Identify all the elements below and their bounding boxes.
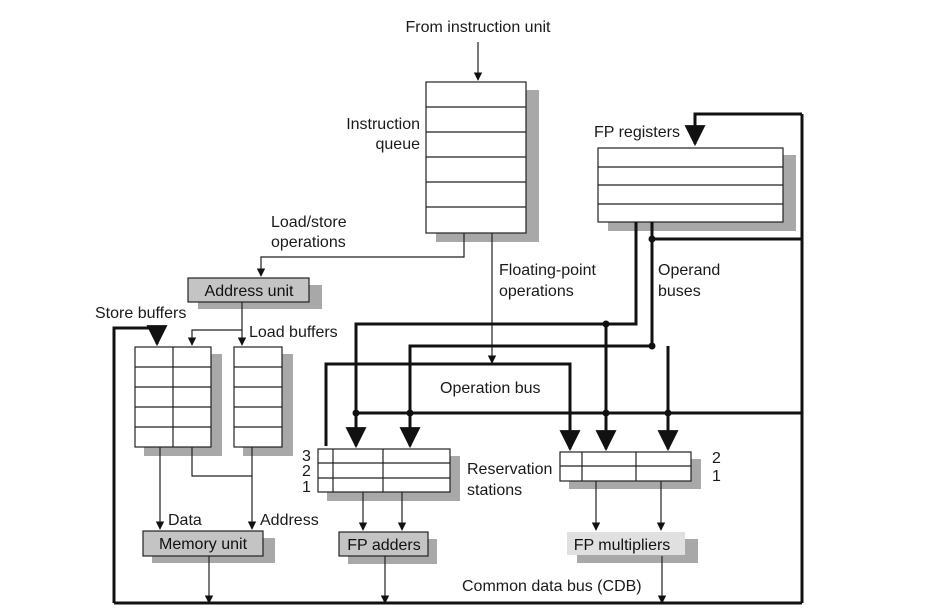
fp-registers-label: FP registers [594, 124, 680, 141]
operation-bus-label: Operation bus [440, 380, 541, 397]
fp-multiplier-reservation-stations [559, 451, 701, 489]
load-buffers-label: Load buffers [249, 324, 338, 341]
rs-mul-index-1: 1 [712, 468, 721, 485]
address-unit-label: Address unit [205, 283, 294, 300]
store-address-line [191, 447, 252, 477]
fp-multipliers [567, 532, 698, 563]
instruction-queue-label-1: Instruction [346, 116, 420, 133]
address-label: Address [260, 512, 319, 529]
floating-point-label-1: Floating-point [499, 262, 597, 279]
load-store-label-2: operations [271, 234, 346, 251]
fp-multipliers-label: FP multipliers [574, 537, 671, 554]
memory-unit-label: Memory unit [159, 536, 248, 553]
load-store-operations-line [256, 233, 465, 277]
reservation-stations-label-2: stations [467, 482, 522, 499]
instruction-queue [425, 81, 539, 242]
operand-buses-label-2: buses [658, 283, 701, 300]
fp-adders-label: FP adders [347, 537, 421, 554]
rs-add-index-2: 2 [302, 463, 311, 480]
reservation-stations-label-1: Reservation [467, 461, 552, 478]
data-label: Data [168, 512, 202, 529]
store-buffers-label: Store buffers [95, 305, 186, 322]
fp-registers [597, 147, 796, 231]
rs-add-index-1: 1 [302, 479, 311, 496]
from-instruction-unit-label: From instruction unit [406, 19, 551, 36]
cdb-label: Common data bus (CDB) [462, 578, 642, 595]
load-store-label-1: Load/store [271, 214, 347, 231]
store-buffers [134, 346, 222, 456]
load-buffers [233, 346, 293, 456]
fp-adders [338, 531, 437, 564]
address-unit [187, 277, 322, 309]
rs-add-index-3: 3 [302, 448, 311, 465]
common-data-bus [112, 325, 168, 603]
fp-adder-reservation-stations [317, 448, 460, 501]
operation-bus [324, 362, 581, 452]
operand-buses-label-1: Operand [658, 262, 720, 279]
operand-bus-2 [399, 222, 654, 449]
memory-unit [142, 530, 275, 563]
rs-mul-index-2: 2 [712, 450, 721, 467]
instruction-queue-label-2: queue [376, 136, 421, 153]
floating-point-label-2: operations [499, 283, 574, 300]
address-to-store-buffers [187, 302, 243, 346]
cdb-to-fp-registers [684, 112, 802, 147]
operand-bus-1 [345, 222, 638, 449]
